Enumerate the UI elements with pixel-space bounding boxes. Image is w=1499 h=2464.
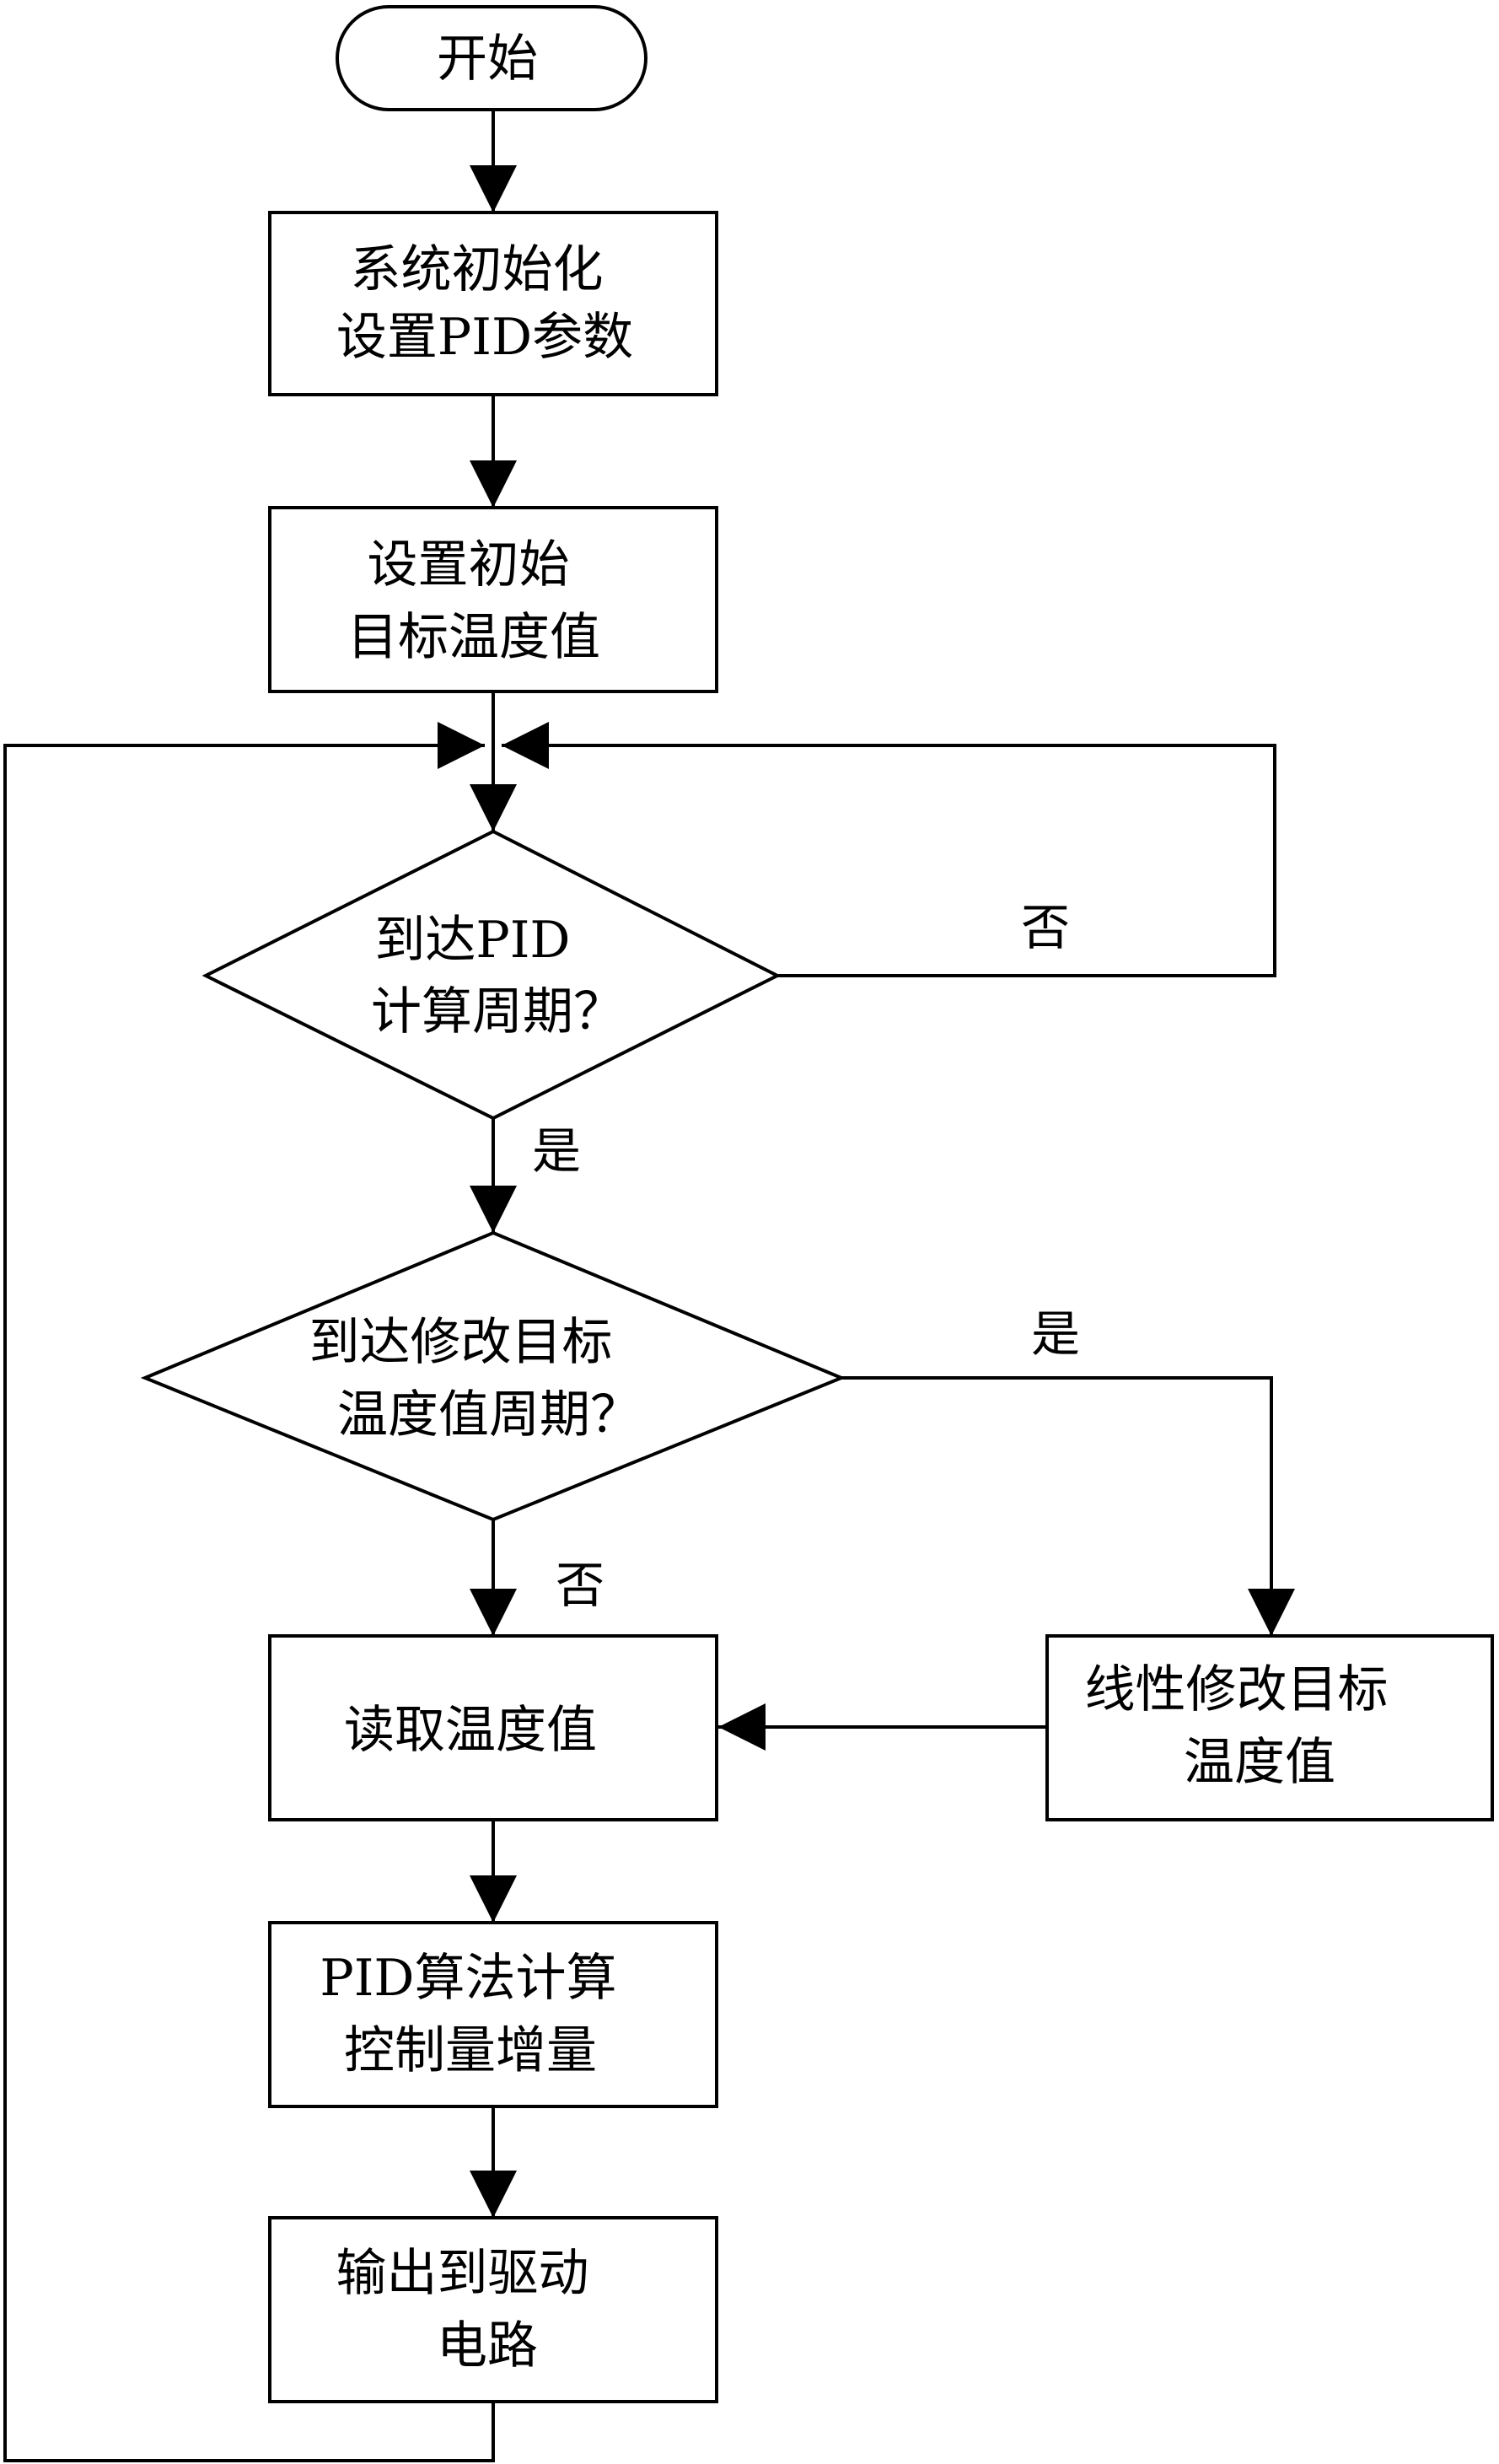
node-line: 温度值周期？ xyxy=(337,1385,641,1445)
node-line: 温度值 xyxy=(1184,1733,1335,1792)
edge-label-modify-yes: 是 xyxy=(1031,1305,1080,1363)
node-line: 开始 xyxy=(437,30,538,89)
process-box xyxy=(268,506,718,693)
node-linear-modify: 线性修改目标 温度值 xyxy=(1045,1634,1494,1821)
node-text: 输出到驱动 电路 xyxy=(336,2244,604,2375)
process-box xyxy=(268,211,718,396)
process-box xyxy=(268,2216,718,2403)
edge-labels: 否 是 是 否 xyxy=(532,899,1080,1614)
process-box xyxy=(1045,1634,1494,1821)
node-text: 到达PID 计算周期？ xyxy=(371,911,624,1041)
edge-output-loop-back xyxy=(3,722,495,2462)
node-line: 电路 xyxy=(437,2316,538,2375)
node-line: 计算周期？ xyxy=(371,982,624,1041)
node-modify-period: 到达修改目标 温度值周期？ xyxy=(140,1230,846,1522)
node-text: 设置初始 目标温度值 xyxy=(347,535,600,667)
node-text: 线性修改目标 温度值 xyxy=(1084,1660,1404,1792)
node-pid-calc: PID算法计算 控制量增量 xyxy=(268,1921,718,2108)
node-init: 系统初始化 设置PID参数 xyxy=(268,211,718,396)
node-line: 系统初始化 xyxy=(350,240,603,299)
node-line: 读取温度值 xyxy=(344,1701,597,1760)
process-box xyxy=(268,1921,718,2108)
node-text: 开始 xyxy=(437,30,538,89)
node-line: 到达PID xyxy=(374,911,570,970)
node-line: 设置PID参数 xyxy=(336,308,633,367)
node-line: 线性修改目标 xyxy=(1084,1660,1388,1719)
node-text: 读取温度值 xyxy=(344,1701,597,1760)
node-start: 开始 xyxy=(336,5,647,111)
node-pid-period: 到达PID 计算周期？ xyxy=(201,829,782,1121)
node-set-target: 设置初始 目标温度值 xyxy=(268,506,718,693)
node-text: 系统初始化 设置PID参数 xyxy=(336,240,633,367)
edge-label-modify-no: 否 xyxy=(556,1557,604,1614)
edge-label-pid-yes: 是 xyxy=(532,1122,581,1180)
terminal-shape xyxy=(336,5,647,111)
edge-pid-period-no-loop xyxy=(502,722,1276,977)
connectors xyxy=(3,110,1295,2462)
node-text: 到达修改目标 温度值周期？ xyxy=(309,1313,641,1445)
node-output: 输出到驱动 电路 xyxy=(268,2216,718,2403)
edge-modify-period-yes xyxy=(841,1376,1295,1636)
decision-diamond xyxy=(140,1230,846,1522)
node-line: PID算法计算 xyxy=(320,1949,616,2008)
node-line: 目标温度值 xyxy=(347,608,600,667)
edge-label-pid-no: 否 xyxy=(1021,899,1070,956)
process-box xyxy=(268,1634,718,1821)
node-text: PID算法计算 控制量增量 xyxy=(320,1949,632,2080)
decision-diamond xyxy=(201,829,782,1121)
node-line: 设置初始 xyxy=(367,535,569,594)
node-line: 到达修改目标 xyxy=(309,1313,612,1372)
node-read-temp: 读取温度值 xyxy=(268,1634,718,1821)
node-line: 输出到驱动 xyxy=(336,2244,588,2303)
node-line: 控制量增量 xyxy=(344,2021,597,2080)
